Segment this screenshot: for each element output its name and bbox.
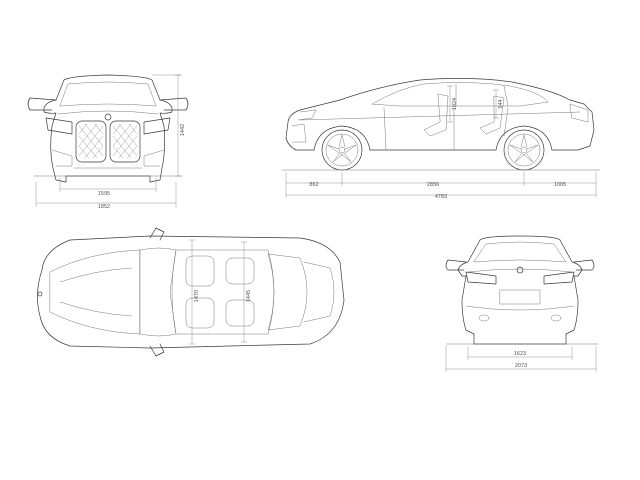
front-height-label: 1442 — [180, 124, 186, 136]
bmw-roundel-icon — [104, 113, 112, 121]
front-width-label: 1852 — [98, 204, 110, 210]
front-track-label: 1595 — [98, 191, 110, 197]
side-view: 1024 944 862 2856 1065 4783 — [281, 78, 601, 200]
front-grille-pattern — [78, 123, 138, 159]
rear-bmw-roundel-icon — [516, 266, 524, 274]
wheelbase-label: 2856 — [427, 182, 439, 188]
top-shoulder-rear-label: 1445 — [246, 290, 252, 302]
top-view: 1470 1445 — [37, 227, 345, 357]
headroom-front-label: 1024 — [452, 98, 458, 110]
side-rear-wheel — [503, 129, 545, 171]
top-shoulder-front-label: 1470 — [194, 290, 200, 302]
overall-length-label: 4783 — [435, 194, 447, 200]
rear-track-label: 1623 — [514, 351, 526, 357]
rear-width-mirrors-label: 2073 — [515, 363, 527, 369]
front-overhang-label: 862 — [309, 182, 318, 188]
front-view: 1442 1595 1852 — [27, 74, 189, 210]
side-front-wheel — [321, 129, 363, 171]
headroom-rear-label: 944 — [498, 99, 504, 108]
rear-view: 1623 2073 — [445, 235, 599, 372]
rear-overhang-label: 1065 — [554, 182, 566, 188]
top-bmw-roundel-icon — [37, 291, 43, 297]
